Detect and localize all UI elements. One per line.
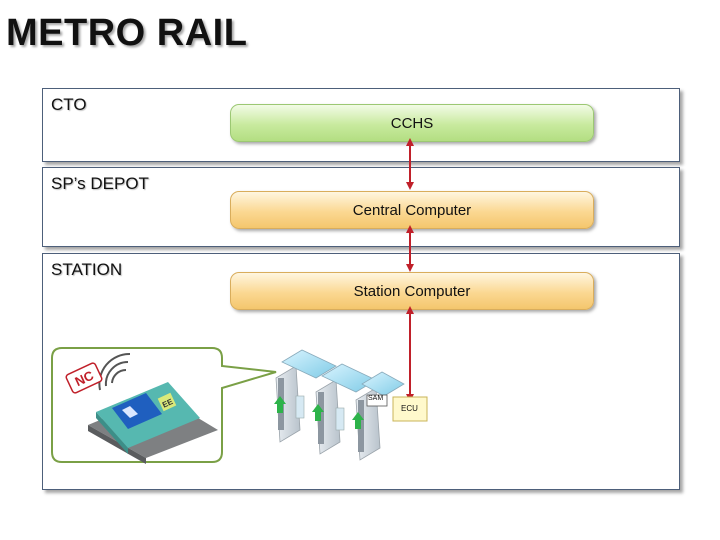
tier-depot-label: SP’s DEPOT [51, 174, 149, 193]
tier-station-label: STATION [51, 260, 123, 279]
page-title: METRO RAIL [6, 12, 248, 54]
smart-card-icon [112, 393, 162, 429]
reader-label: EE [161, 397, 175, 410]
wireless-icon [111, 368, 127, 384]
nc-badge: NC [73, 367, 97, 389]
entry-arrow-icon [274, 396, 364, 429]
sam-box [366, 394, 388, 407]
fare-gates [274, 349, 405, 461]
ecu-box [392, 396, 428, 422]
sam-label: SAM [368, 395, 384, 402]
central-computer-node: Central Computer [230, 191, 594, 229]
tier-cto-label: CTO [51, 95, 87, 114]
ecu-label: ECU [401, 404, 418, 413]
card-reader-callout: NC EE [51, 347, 277, 464]
station-computer-node: Station Computer [230, 272, 594, 310]
